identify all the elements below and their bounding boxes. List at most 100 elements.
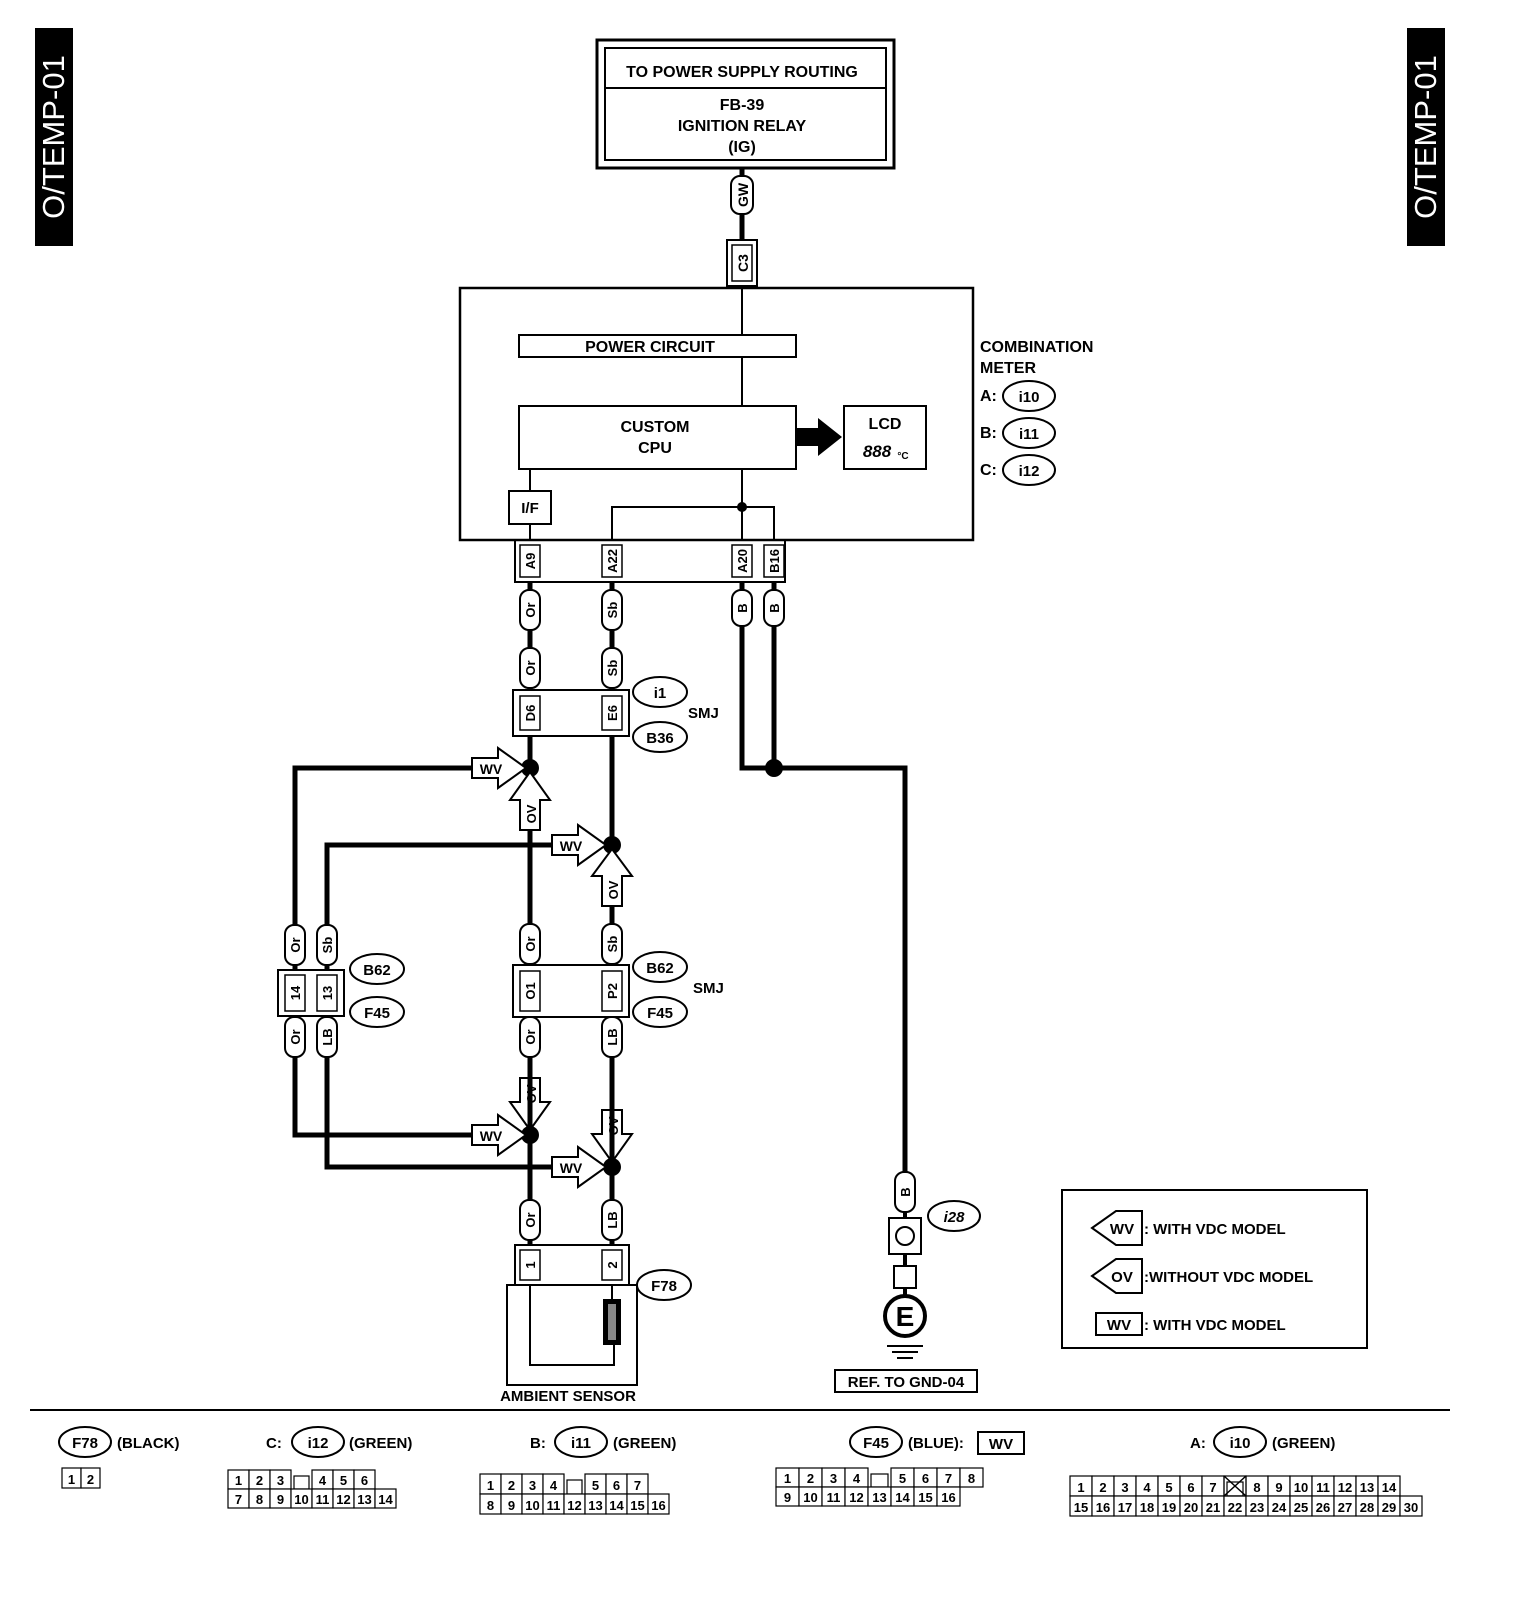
pin-number: 16	[1096, 1500, 1110, 1515]
connector-i1: i1	[654, 685, 667, 702]
pin-a9: A9	[519, 544, 541, 578]
smj-lower-connector: O1 P2	[512, 964, 630, 1018]
pin-cell-empty	[566, 1479, 583, 1495]
cpu-label-line1: CUSTOM	[620, 419, 689, 436]
pin-number: 9	[1275, 1480, 1282, 1495]
pin-number: 11	[316, 1492, 330, 1507]
ground-symbol: E	[896, 1301, 915, 1332]
pin-number: 2	[508, 1478, 515, 1493]
wire-sb-1: Sb	[605, 602, 620, 619]
pin-number: 2	[87, 1472, 94, 1487]
pin-number: 18	[1140, 1500, 1154, 1515]
svg-text:(GREEN): (GREEN)	[613, 1435, 676, 1452]
svg-text:i12: i12	[308, 1435, 329, 1452]
supply-title: TO POWER SUPPLY ROUTING	[626, 64, 858, 81]
pin-number: 9	[784, 1490, 791, 1505]
pin-number: 23	[1250, 1500, 1264, 1515]
footer-f78-header: F78 (BLACK)	[58, 1426, 179, 1458]
pin-number: 3	[1121, 1480, 1128, 1495]
sensor-pin-2: 2	[605, 1261, 620, 1268]
pin-number: 8	[1253, 1480, 1260, 1495]
pin-number: 1	[487, 1478, 494, 1493]
pin-number: 22	[1228, 1500, 1242, 1515]
pin-number: 28	[1360, 1500, 1374, 1515]
legend: WV : WITH VDC MODEL OV :WITHOUT VDC MODE…	[1061, 1189, 1368, 1349]
pin-number: 15	[918, 1490, 932, 1505]
wire-or-4: Or	[523, 1029, 538, 1044]
pin-number: 9	[277, 1492, 284, 1507]
pin-number: 1	[68, 1472, 75, 1487]
pin-number: 5	[340, 1473, 347, 1488]
pin-number: 2	[256, 1473, 263, 1488]
pin-number: 12	[567, 1498, 581, 1513]
pin-number: 15	[630, 1498, 644, 1513]
pin-c3: C3	[726, 239, 758, 287]
svg-text:F78: F78	[72, 1435, 98, 1452]
pin-number: 7	[235, 1492, 242, 1507]
meter-conn-c: i12	[1019, 463, 1040, 480]
sensor-pin-1: 1	[523, 1261, 538, 1268]
pin-number: 16	[941, 1490, 955, 1505]
meter-name-line2: METER	[980, 360, 1036, 377]
svg-text:C3: C3	[735, 254, 751, 272]
meter-conn-a: i10	[1019, 389, 1040, 406]
pin-number: 13	[588, 1498, 602, 1513]
wv-arrow-2: WV	[551, 823, 608, 867]
pin-number: 21	[1206, 1500, 1220, 1515]
ground-terminal: E REF. TO GND-04	[834, 1212, 978, 1393]
pin-number: 1	[784, 1471, 791, 1486]
svg-text:B16: B16	[767, 549, 782, 573]
ov-arrow-up-2: OV	[590, 847, 634, 907]
pin-number: 3	[529, 1478, 536, 1493]
svg-text:OV: OV	[606, 880, 621, 899]
pin-number: 24	[1272, 1500, 1287, 1515]
pin-a22: A22	[601, 544, 623, 578]
pin-number: 2	[807, 1471, 814, 1486]
wire-or-2: Or	[523, 660, 538, 675]
meter-conn-b: i11	[1019, 426, 1039, 443]
pin-p2: P2	[605, 983, 620, 999]
svg-text:i10: i10	[1230, 1435, 1251, 1452]
pin-number: 5	[899, 1471, 906, 1486]
custom-cpu-block	[518, 405, 797, 470]
section-tab-right: O/TEMP-01	[1407, 28, 1445, 246]
power-supply-box: TO POWER SUPPLY ROUTING FB-39 IGNITION R…	[595, 38, 896, 170]
pin-number: 17	[1118, 1500, 1132, 1515]
cpu-to-lcd-arrow	[797, 418, 842, 456]
pin-cell-empty	[293, 1475, 310, 1490]
wire-lb-1: LB	[605, 1028, 620, 1045]
pin-number: 6	[922, 1471, 929, 1486]
legend-tag-1: WV	[1110, 1221, 1134, 1238]
svg-text:(BLACK): (BLACK)	[117, 1435, 179, 1452]
svg-text:A9: A9	[523, 553, 538, 570]
pin-number: 10	[803, 1490, 817, 1505]
footer-i10-header: A: i10 (GREEN)	[1190, 1426, 1335, 1458]
svg-text:B:: B:	[530, 1435, 546, 1452]
pin-number: 13	[1360, 1480, 1374, 1495]
meter-name-line1: COMBINATION	[980, 339, 1093, 356]
pin-13: 13	[320, 986, 335, 1000]
pin-number: 7	[634, 1478, 641, 1493]
left-connector: 14 13	[277, 969, 345, 1017]
ambient-sensor: 1 2 AMBIENT SENSOR	[500, 1244, 638, 1405]
connector-f45-left: F45	[364, 1005, 390, 1022]
pin-b16: B16	[763, 544, 785, 578]
svg-text:i11: i11	[571, 1435, 591, 1452]
svg-text:WV: WV	[989, 1436, 1013, 1453]
svg-text:A22: A22	[605, 549, 620, 573]
supply-relay-mode: (IG)	[728, 139, 756, 156]
svg-text:WV: WV	[560, 1160, 583, 1176]
wire-or-7: Or	[523, 1212, 538, 1227]
pin-number: 25	[1294, 1500, 1308, 1515]
pin-number: 6	[1187, 1480, 1194, 1495]
wv-arrow-3: WV	[471, 1113, 528, 1157]
pin-number: 14	[1382, 1480, 1397, 1495]
connector-f78: F78	[651, 1278, 677, 1295]
svg-text:C:: C:	[266, 1435, 282, 1452]
wv-arrow-4: WV	[551, 1145, 608, 1189]
lcd-label: LCD	[869, 416, 902, 433]
